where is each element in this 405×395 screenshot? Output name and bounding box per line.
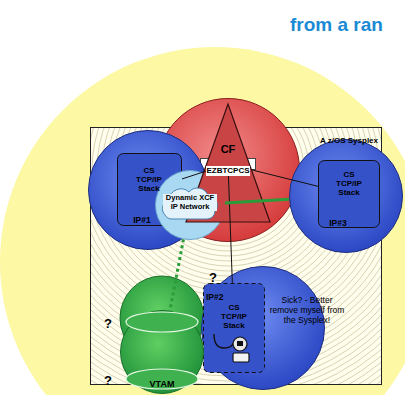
ripple-ring — [90, 127, 382, 385]
ripple-ring — [90, 127, 382, 385]
ripple-ring — [90, 127, 382, 385]
text-slot: ? — [206, 268, 220, 286]
title: from a ran — [290, 14, 383, 36]
ripple-ring — [90, 127, 382, 385]
ripple-ring — [90, 127, 382, 385]
node-text: CS TCP/IP Stack — [216, 303, 252, 331]
circle-shape — [202, 267, 325, 390]
ripple-rings — [90, 127, 382, 385]
text-slot: CS TCP/IP Stack — [131, 166, 167, 195]
text-slot: A z/OS Sysplex — [290, 129, 378, 147]
box-shape — [319, 161, 380, 228]
ripple-ring — [90, 127, 382, 356]
text-slot: ? — [101, 371, 115, 389]
text-slot: IP#2 — [206, 286, 232, 304]
stack-circle: Sick? - Better remove myself from the Sy… — [201, 266, 325, 390]
node-text: Dynamic XCF IP Network — [163, 194, 217, 211]
ripple-ring — [90, 127, 382, 385]
node-text: Sick? - Better remove myself from the Sy… — [268, 296, 346, 325]
ripple-ring — [90, 127, 382, 385]
text-slot: Sick? - Better remove myself from the Sy… — [268, 296, 346, 327]
text-slot: CS TCP/IP Stack — [331, 170, 367, 199]
ripple-ring — [90, 127, 382, 385]
stack-box: CS TCP/IP Stack — [318, 160, 380, 228]
ripple-ring — [90, 127, 382, 385]
ripple-ring — [90, 127, 382, 385]
text-slot: ? — [101, 314, 115, 332]
connector — [170, 239, 184, 310]
node-text: IP#1 — [133, 216, 151, 226]
node-text: CS TCP/IP Stack — [331, 170, 367, 198]
node-text: IP#3 — [329, 219, 347, 229]
node-text: EZBTCPCS — [206, 166, 249, 175]
subsystem-oval — [126, 369, 198, 389]
ripple-ring — [90, 127, 382, 361]
question-mark: ? — [209, 271, 217, 286]
circle-shape — [156, 171, 225, 240]
ripple-ring — [90, 127, 382, 385]
box-shape — [204, 284, 265, 373]
text-slot: Dynamic XCF IP Network — [163, 194, 217, 213]
ripple-ring — [90, 127, 382, 351]
node-text: IP#2 — [206, 293, 224, 303]
node-text: VTAM — [150, 379, 175, 389]
circle-shape — [290, 140, 403, 253]
ripple-ring — [90, 127, 382, 385]
ripple-ring — [90, 127, 382, 385]
ripple-ring — [90, 127, 382, 385]
circle-shape — [121, 311, 204, 394]
ripple-ring — [90, 127, 382, 385]
stack-circle: IP#3 CS TCP/IP Stack — [289, 139, 403, 253]
text-slot: CS TCP/IP Stack — [216, 303, 252, 332]
yellow-backdrop — [0, 47, 405, 395]
ripple-ring — [90, 127, 382, 385]
subsystem-oval — [126, 312, 198, 332]
text-slot: from a ran — [290, 14, 405, 36]
question-mark: ? — [104, 317, 112, 332]
ripple-ring — [90, 127, 382, 385]
ripple-ring — [90, 127, 382, 385]
node-text: CS TCP/IP Stack — [131, 166, 167, 194]
node-text: A z/OS Sysplex — [320, 136, 378, 145]
question-mark: ? — [104, 374, 112, 389]
node-text: CF — [221, 143, 236, 156]
ripple-ring — [90, 127, 382, 385]
